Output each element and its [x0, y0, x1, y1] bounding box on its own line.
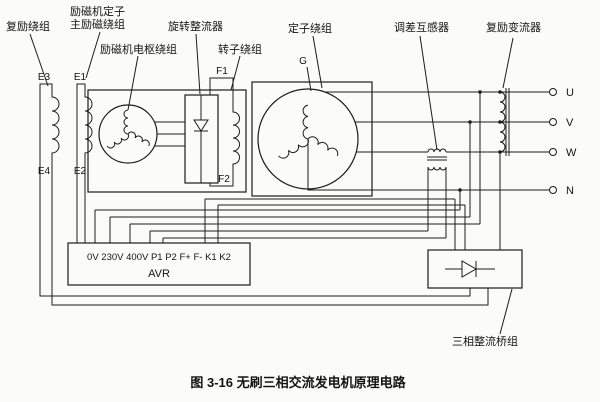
terminal-u-circle [549, 88, 557, 96]
leader-droop-transformer [419, 35, 438, 151]
main-excitation-winding-coil [84, 90, 93, 162]
terminal-label-w: W [566, 147, 577, 159]
label-stator-winding: 定子绕组 [288, 21, 332, 35]
bus-0v [94, 190, 461, 243]
junction-dot [468, 120, 472, 124]
bus-400v [129, 92, 481, 243]
junction-dot [458, 188, 462, 192]
exciter-frame-box [87, 89, 247, 193]
stator-frame-box [251, 81, 373, 197]
wire-f1 [209, 77, 234, 104]
bus-230v [109, 122, 471, 243]
wire-ct-secondary [427, 167, 447, 238]
stator-winding-branch [302, 104, 309, 140]
terminal-labels: E3 E1 E4 E2 F1 F2 G U V W N [38, 56, 577, 197]
droop-ct-secondary-coil [427, 166, 447, 171]
exciter-winding-branch [127, 131, 150, 147]
rectifier-bridge-box [427, 249, 523, 289]
bus-p1 [149, 230, 428, 243]
avr-box [67, 242, 251, 286]
diode-symbols [193, 119, 478, 278]
terminal-label-f1: F1 [216, 66, 228, 77]
bus-p2 [162, 237, 446, 243]
terminal-label-e3: E3 [38, 72, 51, 83]
leader-exciter-stator [85, 31, 101, 79]
windings [51, 88, 510, 171]
label-compound-converter: 复励变流器 [486, 20, 541, 34]
droop-ct-core [427, 156, 447, 161]
stator-winding-branch [278, 138, 309, 159]
leader-g-terminal [306, 66, 312, 92]
terminal-label-n: N [566, 185, 574, 197]
junction-dot [478, 90, 482, 94]
frame-boxes [67, 81, 523, 289]
exciter-winding-branch [123, 109, 129, 135]
junction-dot [498, 120, 502, 124]
terminal-label-f2: F2 [218, 174, 230, 185]
wire-compound-top [39, 83, 471, 297]
terminal-w-circle [549, 148, 557, 156]
stator-winding-branch [307, 136, 339, 157]
neutral-line [307, 139, 550, 191]
label-rotor-winding: 转子绕组 [218, 42, 262, 56]
terminal-label-u: U [566, 87, 574, 99]
leader-stator-winding [312, 35, 323, 89]
rotor-winding-coil [232, 104, 240, 170]
leader-lines [29, 31, 514, 335]
terminal-circles [549, 88, 557, 194]
rotating-diode-icon [193, 119, 209, 132]
avr-terminal-row: 0V 230V 400V P1 P2 F+ F- K1 K2 [87, 252, 231, 263]
label-rectifier-bridge: 三相整流桥组 [452, 334, 518, 348]
figure-caption: 图 3-16 无刷三相交流发电机原理电路 [190, 375, 406, 390]
leader-compound-winding [29, 33, 49, 87]
label-exciter-armature-winding: 励磁机电枢绕组 [100, 42, 177, 56]
terminal-label-e1: E1 [74, 72, 87, 83]
junction-dot [498, 90, 502, 94]
junction-dots [458, 90, 502, 192]
terminal-label-e4: E4 [38, 166, 51, 177]
wire-compound-bottom [51, 162, 489, 306]
leader-compound-converter [502, 37, 514, 89]
leader-rotating-rectifier [195, 33, 201, 95]
junction-dot [498, 150, 502, 154]
avr-name: AVR [148, 268, 170, 280]
leader-rectifier-bridge [499, 288, 513, 335]
terminal-v-circle [549, 118, 557, 126]
wire-armature-rectifier [154, 121, 185, 147]
bridge-diode-icon [461, 260, 478, 278]
label-rotating-rectifier: 旋转整流器 [168, 19, 223, 33]
label-exciter-stator-2: 主励磁绕组 [70, 17, 125, 31]
terminal-n-circle [549, 186, 557, 194]
avr-texts: 0V 230V 400V P1 P2 F+ F- K1 K2 AVR [87, 252, 231, 280]
terminal-label-v: V [566, 117, 574, 129]
label-droop-transformer: 调差互感器 [394, 20, 449, 34]
component-labels: 复励绕组 励磁机定子 主励磁绕组 励磁机电枢绕组 旋转整流器 转子绕组 定子绕组… [6, 4, 541, 348]
exciter-winding-branch [106, 133, 130, 149]
wiring [39, 77, 550, 306]
leader-rotor-winding [230, 55, 241, 91]
wire-f2 [209, 170, 234, 187]
label-exciter-stator-1: 励磁机定子 [70, 4, 125, 18]
compound-winding-coil [51, 90, 60, 162]
wire-e1-avr [76, 83, 86, 243]
leader-exciter-armature [127, 55, 139, 111]
label-compound-winding: 复励绕组 [6, 19, 50, 33]
terminal-label-e2: E2 [74, 166, 87, 177]
terminal-label-g: G [299, 56, 307, 67]
